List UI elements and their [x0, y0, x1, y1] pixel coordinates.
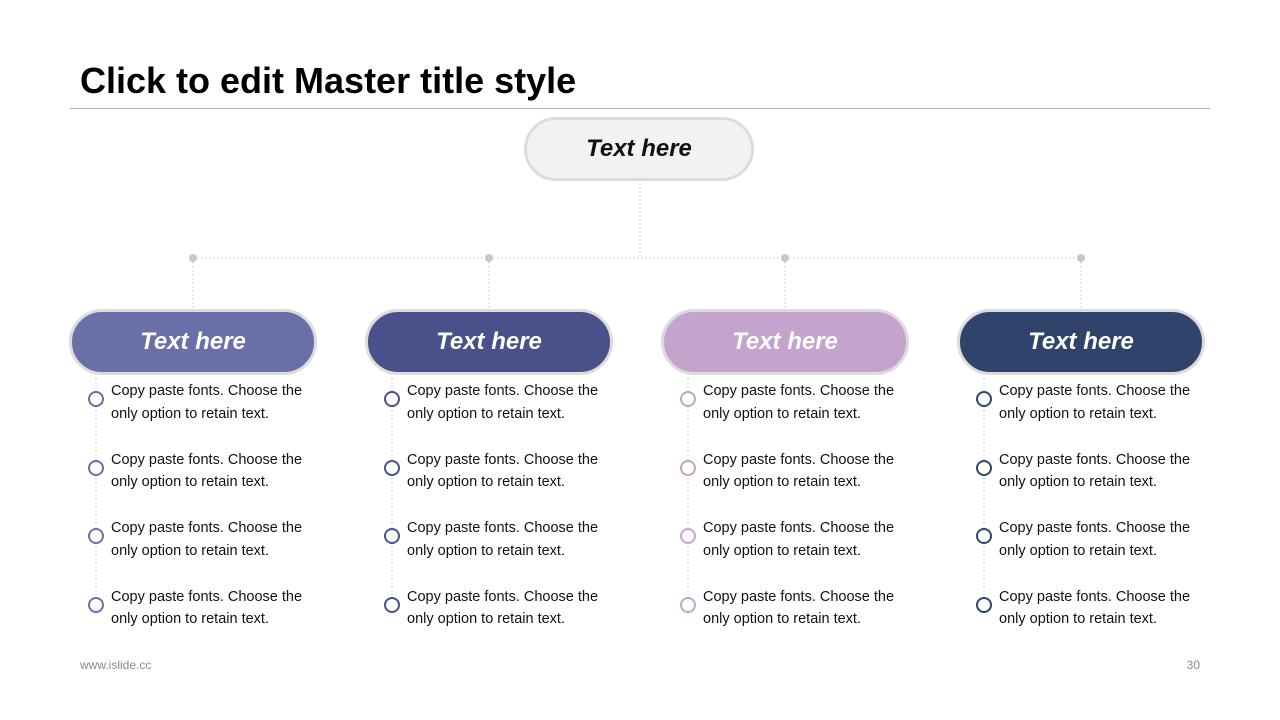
bullet-ring-icon: [384, 391, 400, 407]
list-item: Copy paste fonts. Choose the only option…: [680, 517, 910, 586]
list-item: Copy paste fonts. Choose the only option…: [384, 380, 614, 449]
bullet-ring-icon: [384, 459, 400, 476]
page-number: 30: [1186, 658, 1200, 672]
list-item: Copy paste fonts. Choose the only option…: [88, 517, 318, 586]
branch-4-header: Text here: [957, 309, 1205, 375]
branch-4-items: Copy paste fonts. Choose the only option…: [976, 380, 1206, 654]
list-item: Copy paste fonts. Choose the only option…: [88, 380, 318, 449]
bullet-ring-icon: [680, 391, 696, 407]
bullet-ring-icon: [384, 528, 400, 544]
bullet-ring-icon: [88, 391, 104, 407]
branch-3: Text here: [661, 309, 909, 375]
branch-3-header: Text here: [661, 309, 909, 375]
footer-website: www.islide.cc: [80, 658, 152, 672]
list-item: Copy paste fonts. Choose the only option…: [976, 449, 1206, 518]
bullet-ring-icon: [88, 596, 104, 613]
branch-2-items: Copy paste fonts. Choose the only option…: [384, 380, 614, 654]
bullet-ring-icon: [680, 596, 696, 613]
list-item-text: Copy paste fonts. Choose the only option…: [407, 451, 599, 491]
list-item-text: Copy paste fonts. Choose the only option…: [999, 451, 1191, 491]
list-item: Copy paste fonts. Choose the only option…: [88, 586, 318, 655]
list-item: Copy paste fonts. Choose the only option…: [384, 586, 614, 655]
bullet-ring-icon: [88, 459, 104, 476]
list-item: Copy paste fonts. Choose the only option…: [88, 449, 318, 518]
junction-dot-4: [1077, 254, 1085, 262]
branch-2-header: Text here: [365, 309, 613, 375]
bullet-ring-icon: [384, 596, 400, 613]
list-item-text: Copy paste fonts. Choose the only option…: [703, 520, 895, 559]
list-item: Copy paste fonts. Choose the only option…: [976, 517, 1206, 586]
title-divider: [70, 108, 1210, 109]
list-item-text: Copy paste fonts. Choose the only option…: [703, 588, 895, 628]
bullet-ring-icon: [88, 528, 104, 544]
bullet-ring-icon: [976, 391, 992, 407]
branch-4: Text here: [957, 309, 1205, 375]
list-item: Copy paste fonts. Choose the only option…: [384, 517, 614, 586]
bullet-ring-icon: [976, 596, 992, 613]
list-item-text: Copy paste fonts. Choose the only option…: [703, 383, 895, 422]
bullet-ring-icon: [680, 459, 696, 476]
junction-dot-1: [189, 254, 197, 262]
bullet-ring-icon: [976, 528, 992, 544]
slide-title: Click to edit Master title style: [80, 60, 577, 101]
junction-dot-2: [485, 254, 493, 262]
branch-3-items: Copy paste fonts. Choose the only option…: [680, 380, 910, 654]
list-item-text: Copy paste fonts. Choose the only option…: [407, 588, 599, 628]
root-node: Text here: [524, 117, 754, 181]
bullet-ring-icon: [680, 528, 696, 544]
bullet-ring-icon: [976, 459, 992, 476]
list-item: Copy paste fonts. Choose the only option…: [976, 380, 1206, 449]
list-item-text: Copy paste fonts. Choose the only option…: [407, 383, 599, 422]
list-item-text: Copy paste fonts. Choose the only option…: [111, 383, 303, 422]
branch-1-items: Copy paste fonts. Choose the only option…: [88, 380, 318, 654]
list-item-text: Copy paste fonts. Choose the only option…: [999, 520, 1191, 559]
list-item: Copy paste fonts. Choose the only option…: [680, 586, 910, 655]
list-item-text: Copy paste fonts. Choose the only option…: [111, 520, 303, 559]
branch-1-header: Text here: [69, 309, 317, 375]
list-item-text: Copy paste fonts. Choose the only option…: [703, 451, 895, 491]
list-item-text: Copy paste fonts. Choose the only option…: [111, 451, 303, 491]
list-item-text: Copy paste fonts. Choose the only option…: [407, 520, 599, 559]
list-item: Copy paste fonts. Choose the only option…: [680, 380, 910, 449]
branch-1: Text here: [69, 309, 317, 375]
list-item: Copy paste fonts. Choose the only option…: [384, 449, 614, 518]
list-item-text: Copy paste fonts. Choose the only option…: [999, 588, 1191, 628]
junction-dot-3: [781, 254, 789, 262]
list-item-text: Copy paste fonts. Choose the only option…: [111, 588, 303, 628]
list-item-text: Copy paste fonts. Choose the only option…: [999, 383, 1191, 422]
list-item: Copy paste fonts. Choose the only option…: [976, 586, 1206, 655]
list-item: Copy paste fonts. Choose the only option…: [680, 449, 910, 518]
branch-2: Text here: [365, 309, 613, 375]
